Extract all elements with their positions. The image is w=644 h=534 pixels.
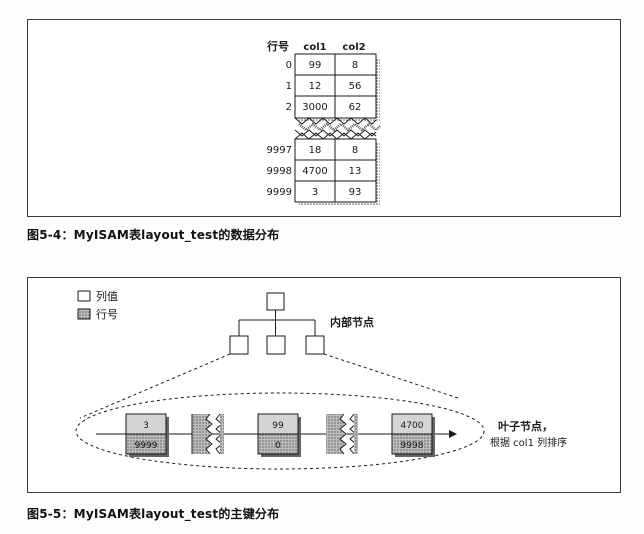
figure-5-4-caption: 图5-4：MyISAM表layout_test的数据分布 [27,228,280,242]
leaf-node: 3 9999 [125,413,169,457]
header-row-number: 行号 [266,39,289,53]
cell-col1: 18 [309,145,322,156]
bottom-block-table [294,132,377,203]
leaf-level-ellipse [75,392,485,470]
table-break-zigzag [294,117,381,137]
cell-col1: 12 [309,81,322,92]
internal-node-tree: 内部节点 [229,292,374,355]
leaf-value: 99 [272,421,284,431]
internal-node-middle [266,335,286,355]
leaf-node: 99 0 [257,413,301,457]
leaf-value: 3 [143,421,149,431]
leaf-node: 4700 9998 [391,413,435,457]
header-col1: col1 [303,42,326,53]
cell-col1: 3 [312,187,318,198]
legend-row-number: 行号 [96,308,118,321]
figure-5-5-frame: 列值 行号 内部节点 3 99 [27,277,621,493]
legend-column-value: 列值 [96,289,118,303]
cell-col2: 93 [349,187,362,198]
cell-col1: 4700 [302,166,327,177]
top-rows: 0 99 8 1 12 56 2 3000 62 [286,60,362,113]
leaf-value: 4700 [401,421,424,431]
internal-node-left [229,335,249,355]
torn-segment [191,413,224,455]
top-block-table [294,53,377,119]
torn-segment [326,413,358,455]
bottom-rows: 9997 18 8 9998 4700 13 9999 3 93 [267,145,362,198]
row-number: 9999 [267,187,292,198]
data-layout-diagram: 行号 col1 col2 0 99 8 1 12 56 2 3000 62 [266,39,381,206]
figure-5-5-caption: 图5-5：MyISAM表layout_test的主键分布 [27,507,280,521]
cell-col2: 8 [352,145,358,156]
internal-node-label: 内部节点 [330,315,374,329]
legend: 列值 行号 [77,289,118,321]
column-value-swatch-icon [77,290,91,302]
row-number-swatch-icon [77,308,91,320]
row-number: 9997 [267,145,292,156]
cell-col1: 3000 [302,102,327,113]
leaf-row: 9998 [401,441,424,451]
row-number: 9998 [267,166,292,177]
row-number: 1 [286,81,292,92]
cell-col2: 62 [349,102,362,113]
zoom-line-left [79,353,231,419]
cell-col2: 13 [349,166,362,177]
figure-5-4-frame: 行号 col1 col2 0 99 8 1 12 56 2 3000 62 [27,19,621,217]
cell-col1: 99 [309,60,322,71]
row-number: 2 [286,102,292,113]
cell-col2: 56 [349,81,362,92]
row-number: 0 [286,60,292,71]
leaf-label-line2: 根据 col1 列排序 [490,436,567,449]
header-col2: col2 [342,42,365,53]
root-node [266,292,285,311]
leaf-label-line1: 叶子节点， [498,419,553,433]
zoom-line-right [323,353,459,399]
primary-key-distribution-diagram: 列值 行号 内部节点 3 99 [75,289,567,470]
leaf-row: 9999 [135,441,158,451]
leaf-row: 0 [275,441,281,451]
internal-node-right [305,335,325,355]
cell-col2: 8 [352,60,358,71]
